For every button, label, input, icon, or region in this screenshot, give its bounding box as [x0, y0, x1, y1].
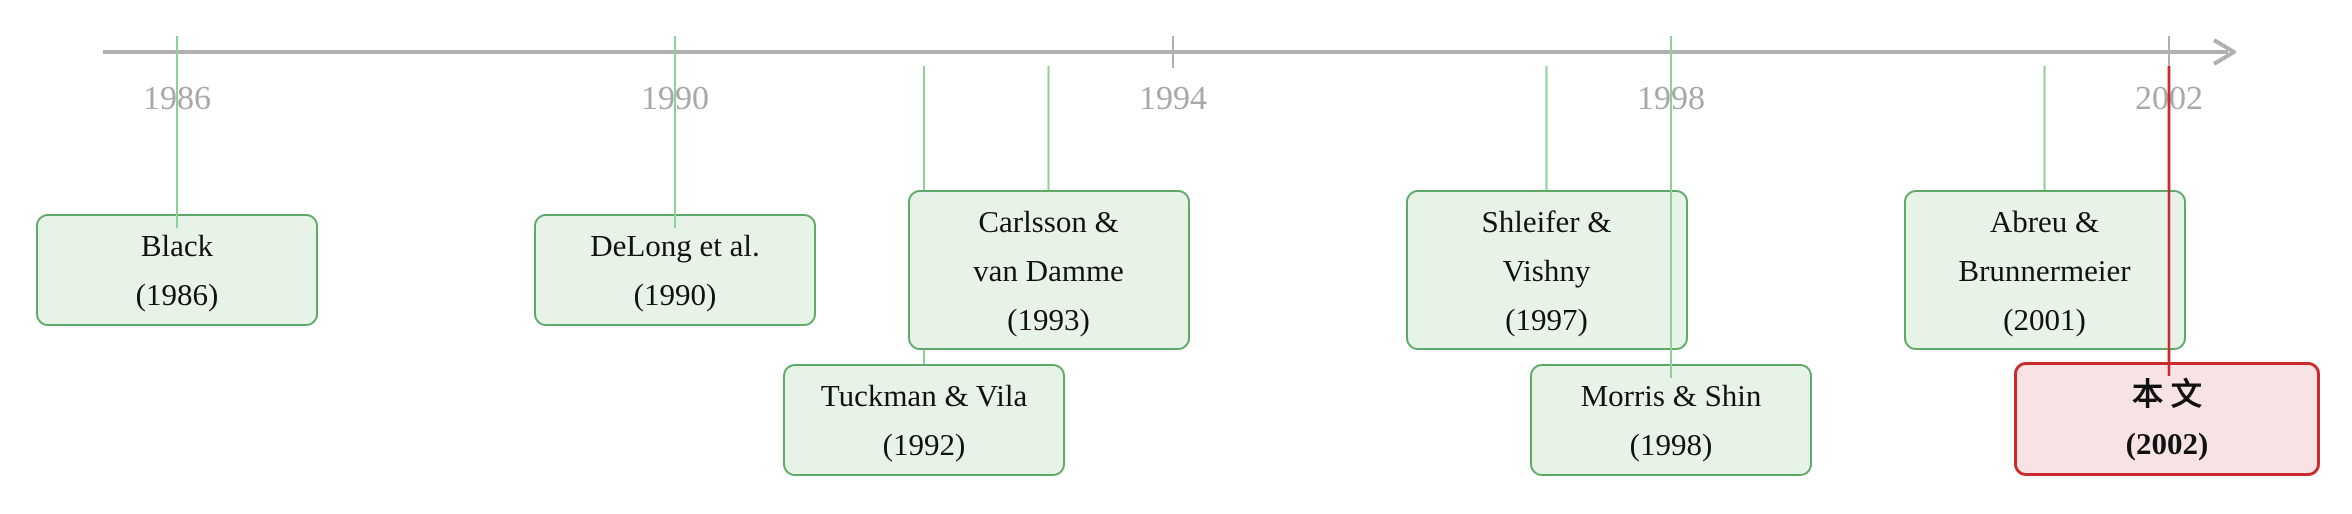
event-box: Abreu & Brunnermeier (2001): [1903, 190, 2186, 350]
event-label-line: (1993): [1007, 301, 1090, 337]
year-label: 1994: [1139, 80, 1207, 117]
event-label-line: Carlsson &: [978, 203, 1119, 239]
event-label-line: (1986): [135, 277, 219, 312]
event-label-line: van Damme: [973, 252, 1124, 288]
event-label-line: 本 文: [2132, 377, 2202, 412]
event-label-line: Brunnermeier: [1958, 252, 2131, 288]
event-box: Morris & Shin (1998): [1530, 364, 1812, 476]
year-label: 1986: [143, 80, 211, 117]
event-label-line: (1998): [1629, 427, 1713, 462]
event-label-line: (2002): [2125, 426, 2209, 461]
event-label-line: DeLong et al.: [590, 228, 760, 263]
event-box: DeLong et al. (1990): [534, 214, 816, 326]
event-label-line: (2001): [2003, 301, 2086, 337]
event-box: Shleifer & Vishny (1997): [1405, 190, 1688, 350]
event-label-line: (1997): [1505, 301, 1588, 337]
event-box: Tuckman & Vila (1992): [783, 364, 1065, 476]
event-box-this-paper: 本 文 (2002): [2014, 362, 2320, 476]
event-label-line: Black: [140, 228, 214, 263]
year-label: 2002: [2135, 80, 2203, 117]
event-label-line: Abreu &: [1989, 203, 2100, 239]
year-label: 1998: [1637, 80, 1705, 117]
event-label-line: (1990): [633, 277, 717, 312]
event-label-line: (1992): [882, 427, 966, 462]
event-box: Black (1986): [36, 214, 318, 326]
timeline-arrow-head: [2212, 38, 2236, 66]
event-label-line: Shleifer &: [1481, 203, 1612, 239]
year-label: 1990: [641, 80, 709, 117]
event-box: Carlsson & van Damme (1993): [907, 190, 1190, 350]
event-label-line: Morris & Shin: [1580, 378, 1762, 413]
event-label-line: Vishny: [1502, 252, 1591, 288]
event-label-line: Tuckman & Vila: [820, 378, 1028, 413]
